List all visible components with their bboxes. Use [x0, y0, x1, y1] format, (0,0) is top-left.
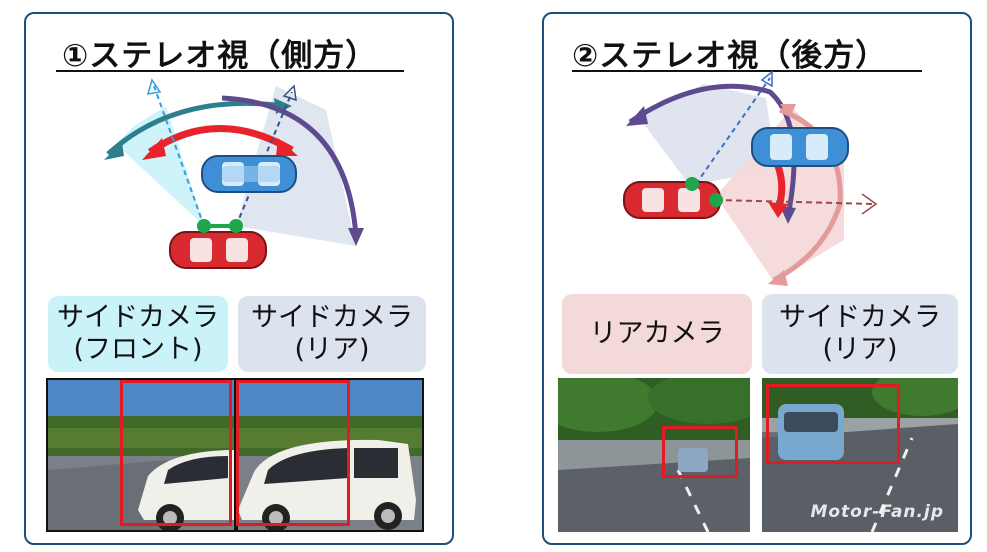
label-rear-line2: (リア) — [294, 334, 370, 365]
side-sight-line — [695, 77, 771, 185]
rear-sight-arrowhead — [861, 193, 878, 215]
rear-arc-arrowhead — [348, 228, 364, 246]
side-camera-dot — [685, 177, 699, 191]
rear-camera-dot — [229, 219, 243, 233]
front-sight-line — [153, 85, 205, 227]
side-stereo-diagram — [104, 78, 364, 269]
target-car-blue-rear — [751, 127, 849, 167]
overlap-arrowhead-left — [142, 138, 166, 160]
label-side-camera-rear-right: サイドカメラ (リア) — [762, 294, 958, 374]
rear-stereo-diagram — [623, 70, 878, 286]
label-side-camera-rear: サイドカメラ (リア) — [238, 296, 426, 372]
left-panel: ①ステレオ視（側方） — [24, 12, 454, 545]
label-front-line2: (フロント) — [73, 334, 203, 365]
right-panel-title: ②ステレオ視（後方） — [572, 38, 888, 74]
overlap-arrowhead-bottom — [768, 202, 788, 218]
label-side-line1: サイドカメラ — [779, 302, 941, 333]
rear-fov-arc — [221, 95, 359, 237]
overlap-arc — [148, 125, 294, 155]
ego-car-red-rear — [623, 181, 721, 219]
watermark: Motor-Fan.jp — [810, 502, 944, 522]
overlap-arrowhead-right — [276, 138, 298, 156]
right-panel: ②ステレオ視（後方） — [542, 12, 972, 545]
rear-camera-photo — [558, 378, 750, 532]
side-arc-arrowhead-bottom — [780, 206, 796, 224]
rear-sight-arrowhead — [282, 84, 297, 102]
side-camera-fov — [638, 84, 776, 186]
rear-arc-arrowhead-top — [780, 104, 796, 118]
label-side-line2: (リア) — [822, 334, 898, 365]
rear-camera-dot — [709, 193, 723, 207]
label-rearcam-line1: リアカメラ — [589, 318, 725, 349]
rear-camera-fov — [236, 86, 356, 246]
front-camera-fov — [116, 106, 204, 226]
label-front-line1: サイドカメラ — [57, 302, 219, 333]
rearcam-detection-box — [662, 426, 738, 478]
front-sight-arrowhead — [146, 78, 162, 95]
left-panel-title: ①ステレオ視（側方） — [62, 38, 378, 74]
rear-arc-arrowhead-bottom — [768, 270, 788, 286]
front-detection-box — [120, 380, 232, 526]
front-camera-dot — [197, 219, 211, 233]
side-rear-camera-photo: Motor-Fan.jp — [762, 378, 958, 532]
label-rear-line1: サイドカメラ — [251, 302, 413, 333]
left-title-underline — [56, 70, 404, 72]
side-sight-arrowhead — [760, 70, 773, 88]
side-detection-box — [766, 384, 900, 464]
ego-car-red — [169, 231, 267, 269]
side-camera-photo — [46, 378, 424, 532]
front-arc-arrowhead-left — [104, 142, 124, 160]
right-title-underline — [572, 70, 922, 72]
rear-sight-line — [715, 199, 875, 205]
label-rear-camera: リアカメラ — [562, 294, 752, 374]
rear-detection-box — [236, 380, 350, 526]
target-car-blue — [201, 155, 297, 193]
side-arc-arrowhead-left — [626, 106, 648, 126]
label-side-camera-front: サイドカメラ (フロント) — [48, 296, 228, 372]
